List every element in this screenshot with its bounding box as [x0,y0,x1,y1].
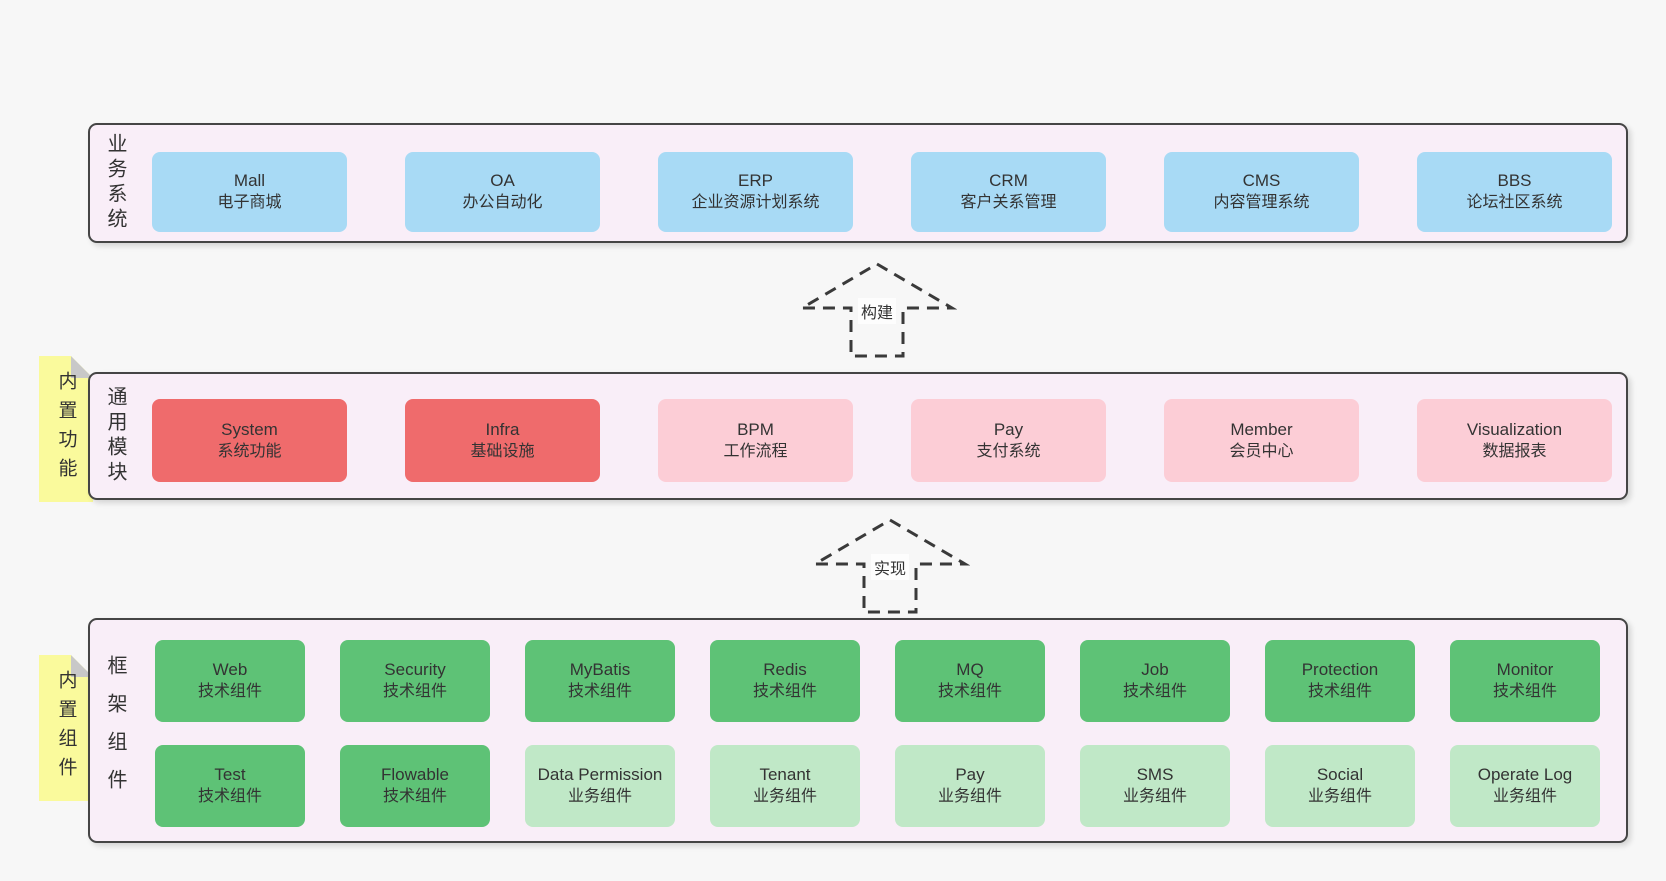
sticky-tab-builtin-components: 内置组件 [39,655,93,801]
box-subtitle: 技术组件 [197,683,262,700]
box-mybatis: MyBatis 技术组件 [525,640,675,722]
implement-arrow-up-icon [810,518,970,614]
box-visualization: Visualization 数据报表 [1417,399,1612,482]
panel-common-modules: 通用模块 System 系统功能 Infra 基础设施 BPM 工作流程 Pay… [88,372,1628,500]
box-title: BBS [1497,171,1532,190]
box-subtitle: 技术组件 [382,788,447,805]
box-infra: Infra 基础设施 [405,399,600,482]
panel-business-systems-label: 业务系统 [104,133,126,233]
box-job: Job 技术组件 [1080,640,1230,722]
panel-common-modules-label: 通用模块 [104,386,126,486]
box-title: Test [214,765,246,784]
box-subtitle: 技术组件 [752,683,817,700]
sticky-tab-builtin-components-label: 内置组件 [55,670,77,786]
box-title: Pay [955,765,985,784]
box-subtitle: 业务组件 [1122,788,1187,805]
box-title: Visualization [1466,419,1563,439]
box-protection: Protection 技术组件 [1265,640,1415,722]
box-monitor: Monitor 技术组件 [1450,640,1600,722]
box-subtitle: 论坛社区系统 [1466,194,1563,211]
box-title: Data Permission [537,765,663,784]
box-subtitle: 电子商城 [217,194,282,211]
box-subtitle: 技术组件 [937,683,1002,700]
box-subtitle: 技术组件 [1307,683,1372,700]
box-subtitle: 技术组件 [197,788,262,805]
box-title: Infra [485,419,520,439]
box-subtitle: 技术组件 [567,683,632,700]
box-subtitle: 技术组件 [1492,683,1557,700]
box-bbs: BBS 论坛社区系统 [1417,152,1612,232]
box-title: OA [490,171,515,190]
box-title: Operate Log [1477,765,1573,784]
box-subtitle: 系统功能 [217,442,282,460]
box-oa: OA 办公自动化 [405,152,600,232]
box-security: Security 技术组件 [340,640,490,722]
sticky-tab-builtin-features: 内置功能 [39,356,93,502]
box-title: Job [1141,660,1169,679]
box-subtitle: 工作流程 [723,442,788,460]
box-title: Pay [993,419,1024,439]
implement-arrow-label: 实现 [870,554,910,580]
box-title: Security [384,660,446,679]
box-cms: CMS 内容管理系统 [1164,152,1359,232]
box-subtitle: 企业资源计划系统 [691,194,820,211]
box-subtitle: 基础设施 [470,442,535,460]
box-pay-component: Pay 业务组件 [895,745,1045,827]
box-title: SMS [1136,765,1174,784]
box-subtitle: 业务组件 [567,788,632,805]
box-test: Test 技术组件 [155,745,305,827]
box-data-permission: Data Permission 业务组件 [525,745,675,827]
box-bpm: BPM 工作流程 [658,399,853,482]
box-system: System 系统功能 [152,399,347,482]
build-arrow-up-icon [797,262,957,358]
box-sms: SMS 业务组件 [1080,745,1230,827]
panel-framework-components: 框架组件 Web 技术组件 Security 技术组件 MyBatis 技术组件… [88,618,1628,843]
box-subtitle: 业务组件 [1492,788,1557,805]
box-subtitle: 业务组件 [937,788,1002,805]
box-title: Member [1230,419,1293,439]
box-redis: Redis 技术组件 [710,640,860,722]
box-title: MQ [956,660,984,679]
sticky-tab-builtin-features-label: 内置功能 [55,371,77,487]
box-subtitle: 支付系统 [976,442,1041,460]
box-operate-log: Operate Log 业务组件 [1450,745,1600,827]
box-title: Tenant [759,765,811,784]
box-title: Redis [763,660,807,679]
box-title: CRM [989,171,1028,190]
box-title: System [221,419,278,439]
box-title: MyBatis [569,660,631,679]
panel-business-systems: 业务系统 Mall 电子商城 OA 办公自动化 ERP 企业资源计划系统 CRM… [88,123,1628,243]
build-arrow-label: 构建 [857,298,897,324]
box-title: Mall [233,171,266,190]
box-crm: CRM 客户关系管理 [911,152,1106,232]
box-title: Protection [1301,660,1379,679]
box-mq: MQ 技术组件 [895,640,1045,722]
box-flowable: Flowable 技术组件 [340,745,490,827]
box-subtitle: 业务组件 [1307,788,1372,805]
box-title: Web [212,660,248,679]
box-subtitle: 技术组件 [382,683,447,700]
box-tenant: Tenant 业务组件 [710,745,860,827]
box-subtitle: 业务组件 [752,788,817,805]
box-subtitle: 数据报表 [1482,442,1547,460]
panel-framework-components-label: 框架组件 [104,654,126,807]
box-title: Monitor [1496,660,1554,679]
box-title: BPM [737,419,774,439]
box-erp: ERP 企业资源计划系统 [658,152,853,232]
box-subtitle: 办公自动化 [462,194,543,211]
box-mall: Mall 电子商城 [152,152,347,232]
box-social: Social 业务组件 [1265,745,1415,827]
box-subtitle: 技术组件 [1122,683,1187,700]
box-pay-system: Pay 支付系统 [911,399,1106,482]
box-title: CMS [1242,171,1281,190]
box-title: Flowable [380,765,450,784]
box-subtitle: 会员中心 [1229,442,1294,460]
box-web: Web 技术组件 [155,640,305,722]
box-title: Social [1316,765,1364,784]
box-subtitle: 内容管理系统 [1213,194,1310,211]
box-title: ERP [738,171,773,190]
box-member: Member 会员中心 [1164,399,1359,482]
box-subtitle: 客户关系管理 [960,194,1057,211]
